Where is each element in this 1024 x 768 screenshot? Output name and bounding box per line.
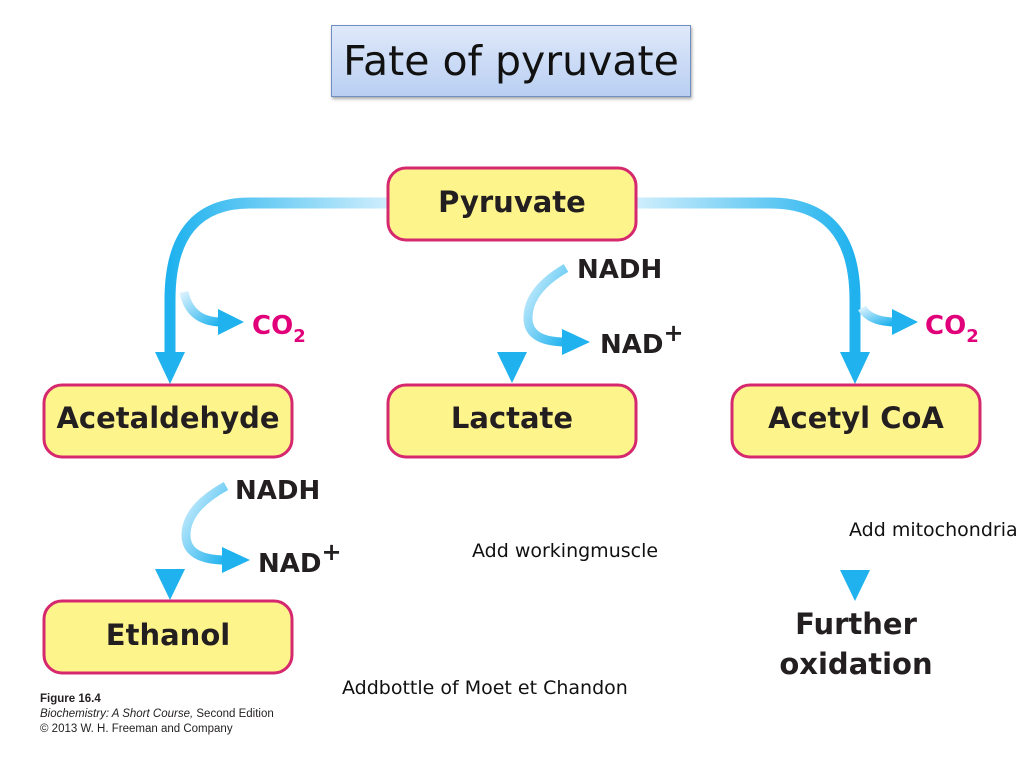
figure-caption: Figure 16.4 Biochemistry: A Short Course… [40, 692, 274, 737]
figure-source: Biochemistry: A Short Course, Second Edi… [40, 707, 274, 722]
book-edition: Second Edition [193, 708, 274, 720]
node-ethanol: Ethanol [42, 599, 294, 675]
node-acetaldehyde-label: Acetaldehyde [56, 401, 279, 435]
node-acetyl-coa-label: Acetyl CoA [768, 401, 944, 435]
nad-label-left: NAD+ [258, 538, 342, 579]
slide-title-box: Fate of pyruvate [331, 25, 691, 97]
note-add-bottle: Addbottle of Moet et Chandon [342, 677, 628, 699]
arrow-nadh-to-nad-center [523, 264, 590, 355]
node-pyruvate: Pyruvate [386, 166, 638, 242]
node-pyruvate-label: Pyruvate [438, 185, 586, 219]
arrow-co2-release-left [179, 290, 244, 335]
nadh-label-center: NADH [577, 255, 662, 285]
note-add-mitochondria: Add mitochondria [849, 519, 1018, 541]
node-acetaldehyde: Acetaldehyde [42, 383, 294, 459]
co2-label-right: CO2 [925, 311, 979, 347]
note-add-working-muscle: Add workingmuscle [472, 540, 659, 562]
further-oxidation-line2: oxidation [779, 647, 932, 681]
arrow-pyruvate-to-acetaldehyde [155, 197, 388, 384]
arrow-nadh-to-nad-left [181, 482, 250, 573]
further-oxidation-line1: Further [795, 607, 917, 641]
node-lactate-label: Lactate [451, 401, 573, 435]
nadh-label-left: NADH [235, 476, 320, 506]
arrow-pyruvate-to-lactate [497, 240, 527, 383]
book-title: Biochemistry: A Short Course, [40, 708, 194, 720]
figure-number: Figure 16.4 [40, 693, 101, 705]
node-ethanol-label: Ethanol [106, 618, 230, 652]
figure-copyright: © 2013 W. H. Freeman and Company [40, 723, 233, 735]
co2-label-left: CO2 [252, 311, 306, 347]
node-acetyl-coa: Acetyl CoA [730, 383, 982, 459]
arrow-acetyl-coa-to-further-oxidation [840, 458, 870, 601]
arrow-co2-release-right [858, 305, 918, 335]
arrow-acetaldehyde-to-ethanol [155, 458, 185, 600]
arrow-pyruvate-to-acetyl-coa [637, 197, 870, 384]
slide-title: Fate of pyruvate [343, 37, 679, 85]
nad-label-center: NAD+ [600, 319, 684, 360]
node-lactate: Lactate [386, 383, 638, 459]
